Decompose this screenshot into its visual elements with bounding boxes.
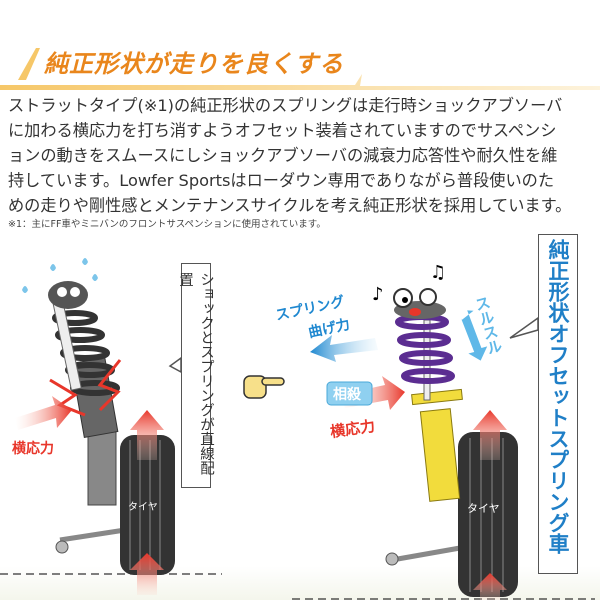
smooth-arrow xyxy=(461,310,488,361)
description-line: ョンの動きをスムースにしショックアブソーバの減衰力応答性や耐久性を維 xyxy=(8,146,558,165)
callout-right: 純正形状オフセットスプリング車 xyxy=(538,234,578,574)
description-line: 持しています。Lowfer Sportsはローダウン専用でありながら普段使いのた xyxy=(8,171,555,190)
upward-force-arrow-left xyxy=(130,410,164,460)
callout-left: ショックとスプリングが直線配置 xyxy=(177,263,214,488)
footnote: ※1：主にFF車やミニバンのフロントサスペンションに使用されています。 xyxy=(8,219,326,230)
page-heading: 純正形状が走りを良くする xyxy=(44,50,344,78)
tire-label-left: タイヤ xyxy=(128,502,158,513)
right-strut: ♪ ♫ xyxy=(372,262,518,597)
pointing-hand-icon xyxy=(243,375,285,399)
callout-pointer-right xyxy=(509,316,539,339)
music-note-icon: ♫ xyxy=(430,262,446,283)
cancel-badge xyxy=(326,381,373,406)
heading-underline xyxy=(0,48,600,90)
ground-force-arrow-left xyxy=(130,553,164,595)
description-line: ストラットタイプ(※1)の純正形状のスプリングは走行時ショックアブソーバ xyxy=(8,96,563,115)
cancel-label: 相殺 xyxy=(333,387,361,403)
lateral-force-arrow-left xyxy=(15,396,72,430)
upward-force-arrow-right xyxy=(473,410,507,460)
spring-force-arrow xyxy=(310,335,378,362)
music-note-icon: ♪ xyxy=(372,284,384,305)
ground-force-arrow-right xyxy=(473,573,507,600)
lateral-force-label-left: 横応力 xyxy=(12,441,54,457)
description-line: めの走りや剛性感とメンテナンスサイクルを考え純正形状を採用しています。 xyxy=(8,196,572,215)
tire-label-right: タイヤ xyxy=(467,502,500,515)
description-text: ストラットタイプ(※1)の純正形状のスプリングは走行時ショックアブソーバ に加わ… xyxy=(8,93,598,218)
description-line: に加わる横応力を打ち消すようオフセット装着されていますのでサスペンシ xyxy=(8,121,557,140)
left-strut xyxy=(22,258,175,575)
tire-left xyxy=(120,435,175,575)
